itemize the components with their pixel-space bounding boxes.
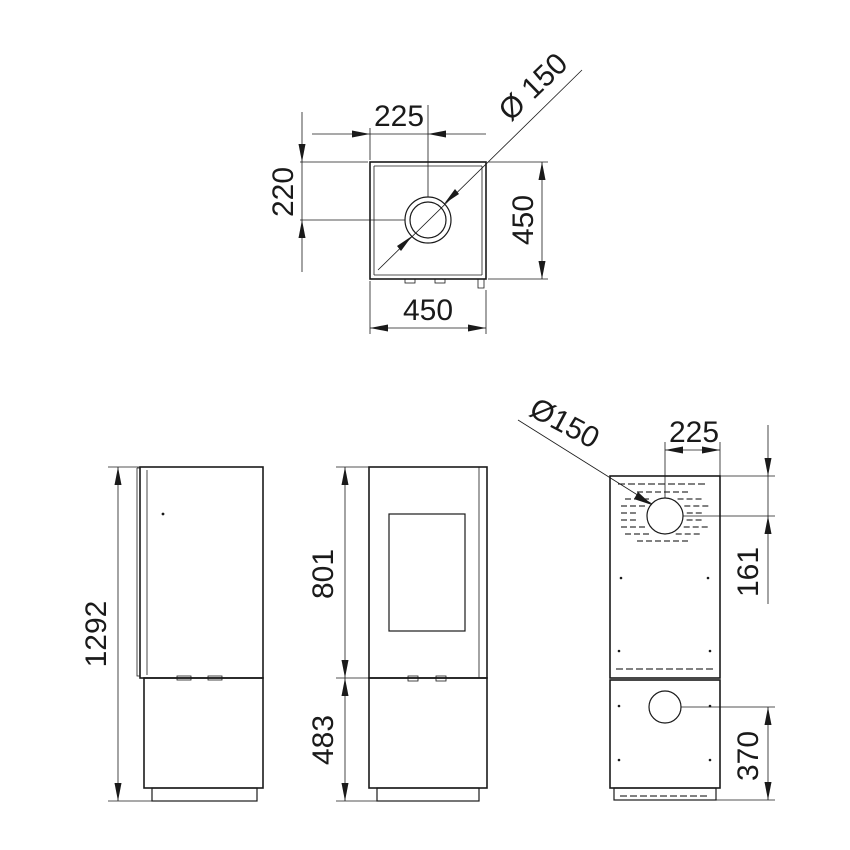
rear-view-screw [708, 758, 712, 762]
rear-view-base-body [609, 679, 721, 789]
rear-view-screw [617, 704, 621, 708]
flue-diameter-arrow-lower [397, 236, 412, 251]
side-view-door-front [136, 467, 140, 677]
rear-dim-370-label: 370 [732, 731, 765, 781]
rear-dim-370-arrow-top [764, 707, 772, 725]
side-view-plinth [151, 787, 258, 802]
rear-flue-diameter-label: Ø150 [524, 392, 604, 456]
front-view-glass-window [388, 513, 466, 632]
rear-view-plinth [613, 787, 717, 801]
rear-view-air-inlet [648, 690, 682, 724]
dim-1292-label: 1292 [80, 601, 113, 668]
dim-450-width-arrow-right [468, 324, 486, 332]
dim-450-depth-label: 450 [507, 195, 540, 245]
rear-view-screw [708, 649, 712, 653]
rear-dim-225-label: 225 [669, 416, 719, 449]
top-view-flue-inner [409, 201, 447, 239]
rear-dim-225-arrow-right [702, 446, 720, 454]
side-view-upper-body [139, 466, 264, 679]
top-view: 225 220 450 450 Ø 150 [267, 47, 583, 334]
dim-220-arrow-bottom [298, 220, 306, 238]
rear-flue-diameter-arrow [634, 492, 652, 505]
flue-diameter-arrow-upper [444, 189, 459, 204]
flue-diameter-label: Ø 150 [493, 47, 575, 128]
front-view: 801 483 [307, 466, 488, 802]
side-view-screw [161, 512, 165, 516]
dim-225-arrow-left [352, 130, 370, 138]
dim-220-label: 220 [267, 167, 300, 217]
front-view-base-body [368, 677, 488, 789]
dim-801-arrow-top [341, 467, 349, 485]
rear-view-screw [706, 576, 710, 580]
top-view-foot-right [434, 278, 446, 284]
dim-1292-arrow-bottom [114, 783, 122, 801]
dim-483-arrow-bottom [341, 783, 349, 801]
dim-483-label: 483 [307, 715, 340, 765]
dim-1292-arrow-top [114, 467, 122, 485]
rear-dim-161-arrow-top [764, 458, 772, 476]
flue-diameter-leader [377, 69, 583, 271]
front-view-upper-body [368, 466, 488, 679]
dim-220-arrow-top [298, 144, 306, 162]
rear-view-vent-slots [616, 483, 713, 797]
dim-225-label: 225 [374, 100, 424, 133]
rear-dim-161-arrow-bottom [764, 516, 772, 534]
rear-dim-370-arrow-bottom [764, 782, 772, 800]
dim-801-arrow-bottom [341, 660, 349, 678]
rear-view-screw [619, 576, 623, 580]
side-view-base-body [143, 677, 264, 789]
dim-225-arrow-right [428, 130, 446, 138]
front-view-plinth [376, 787, 480, 802]
side-view: 1292 [80, 466, 264, 802]
dim-450-width-arrow-left [370, 324, 388, 332]
dim-801-label: 801 [307, 549, 340, 599]
rear-view-flue-outlet [646, 497, 684, 535]
top-view-handle [477, 279, 485, 289]
dim-450-width-label: 450 [403, 294, 453, 327]
dim-450-depth-arrow-top [538, 162, 546, 180]
rear-dim-161-label: 161 [732, 547, 765, 597]
dim-483-arrow-top [341, 678, 349, 696]
top-view-foot-left [404, 278, 416, 284]
rear-view: Ø150 225 161 370 [517, 392, 775, 801]
rear-dim-225-arrow-left [665, 446, 683, 454]
rear-view-screw [617, 758, 621, 762]
rear-flue-diameter-leader [517, 419, 653, 505]
dim-450-depth-arrow-bottom [538, 261, 546, 279]
rear-view-screw [617, 649, 621, 653]
